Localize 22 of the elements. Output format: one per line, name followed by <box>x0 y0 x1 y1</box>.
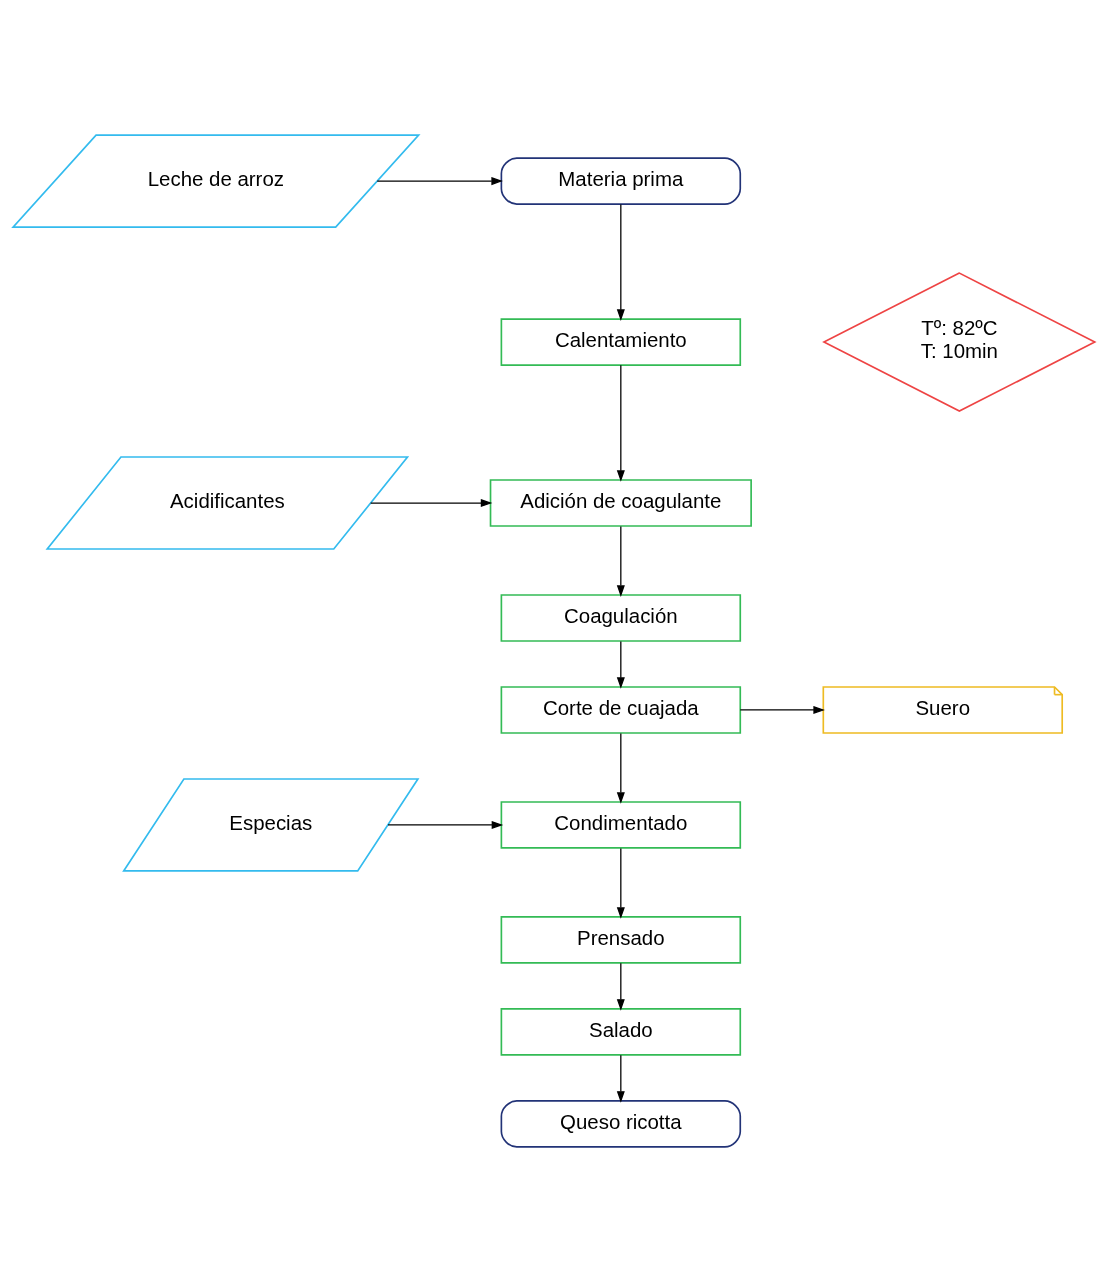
arrow <box>387 820 504 829</box>
arrow <box>616 203 625 321</box>
node-box: Materia prima <box>500 156 742 205</box>
arrow <box>739 705 825 714</box>
arrow <box>616 1054 625 1103</box>
arrow <box>616 732 625 804</box>
arrow <box>616 364 625 482</box>
arrow <box>616 962 625 1011</box>
node-box: Corte de cuajada <box>500 685 742 734</box>
arrow <box>616 640 625 689</box>
arrow <box>616 847 625 919</box>
node-box: Prensado <box>500 915 742 964</box>
node-box: Adición de coagulante <box>489 478 752 527</box>
node-box: Condimentado <box>500 800 742 849</box>
node-box: Calentamiento <box>500 317 742 366</box>
node-box: Coagulación <box>500 593 742 642</box>
arrow <box>376 176 503 185</box>
node-box: Salado <box>500 1007 742 1056</box>
node-diamond: Tº: 82ºC T: 10min <box>822 271 1097 412</box>
arrow <box>616 525 625 597</box>
arrow <box>370 498 493 507</box>
node-box: Queso ricotta <box>500 1099 742 1148</box>
